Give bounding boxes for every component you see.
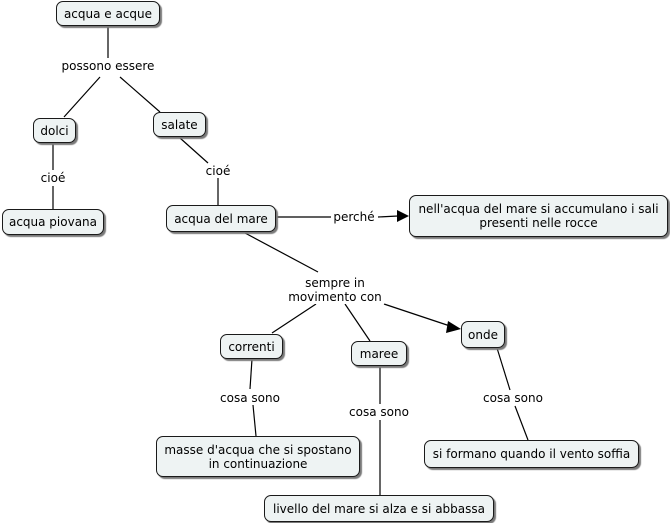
node-acqua-del-mare[interactable]: acqua del mare <box>166 205 276 232</box>
node-accumulo-sali[interactable]: nell'acqua del mare si accumulano i sali… <box>409 195 668 237</box>
link-cioe-salate: cioé <box>203 164 233 178</box>
node-vento[interactable]: si formano quando il vento soffia <box>424 440 639 468</box>
link-cosa-sono-maree: cosa sono <box>347 405 411 419</box>
link-cioe-dolci: cioé <box>38 171 68 185</box>
link-sempre-in-movimento: sempre in movimento con <box>286 276 384 304</box>
node-acqua-e-acque[interactable]: acqua e acque <box>56 1 160 26</box>
node-correnti[interactable]: correnti <box>220 334 283 359</box>
node-acqua-piovana[interactable]: acqua piovana <box>2 209 104 235</box>
node-masse-acqua[interactable]: masse d'acqua che si spostano in continu… <box>156 436 360 477</box>
node-dolci[interactable]: dolci <box>33 118 76 143</box>
node-livello-mare[interactable]: livello del mare si alza e si abbassa <box>264 495 494 522</box>
link-cosa-sono-correnti: cosa sono <box>218 391 282 405</box>
node-onde[interactable]: onde <box>461 321 505 348</box>
node-salate[interactable]: salate <box>153 112 206 137</box>
node-maree[interactable]: maree <box>351 341 407 366</box>
link-cosa-sono-onde: cosa sono <box>481 391 545 405</box>
link-perche: perché <box>331 210 377 224</box>
link-possono-essere: possono essere <box>59 59 157 73</box>
